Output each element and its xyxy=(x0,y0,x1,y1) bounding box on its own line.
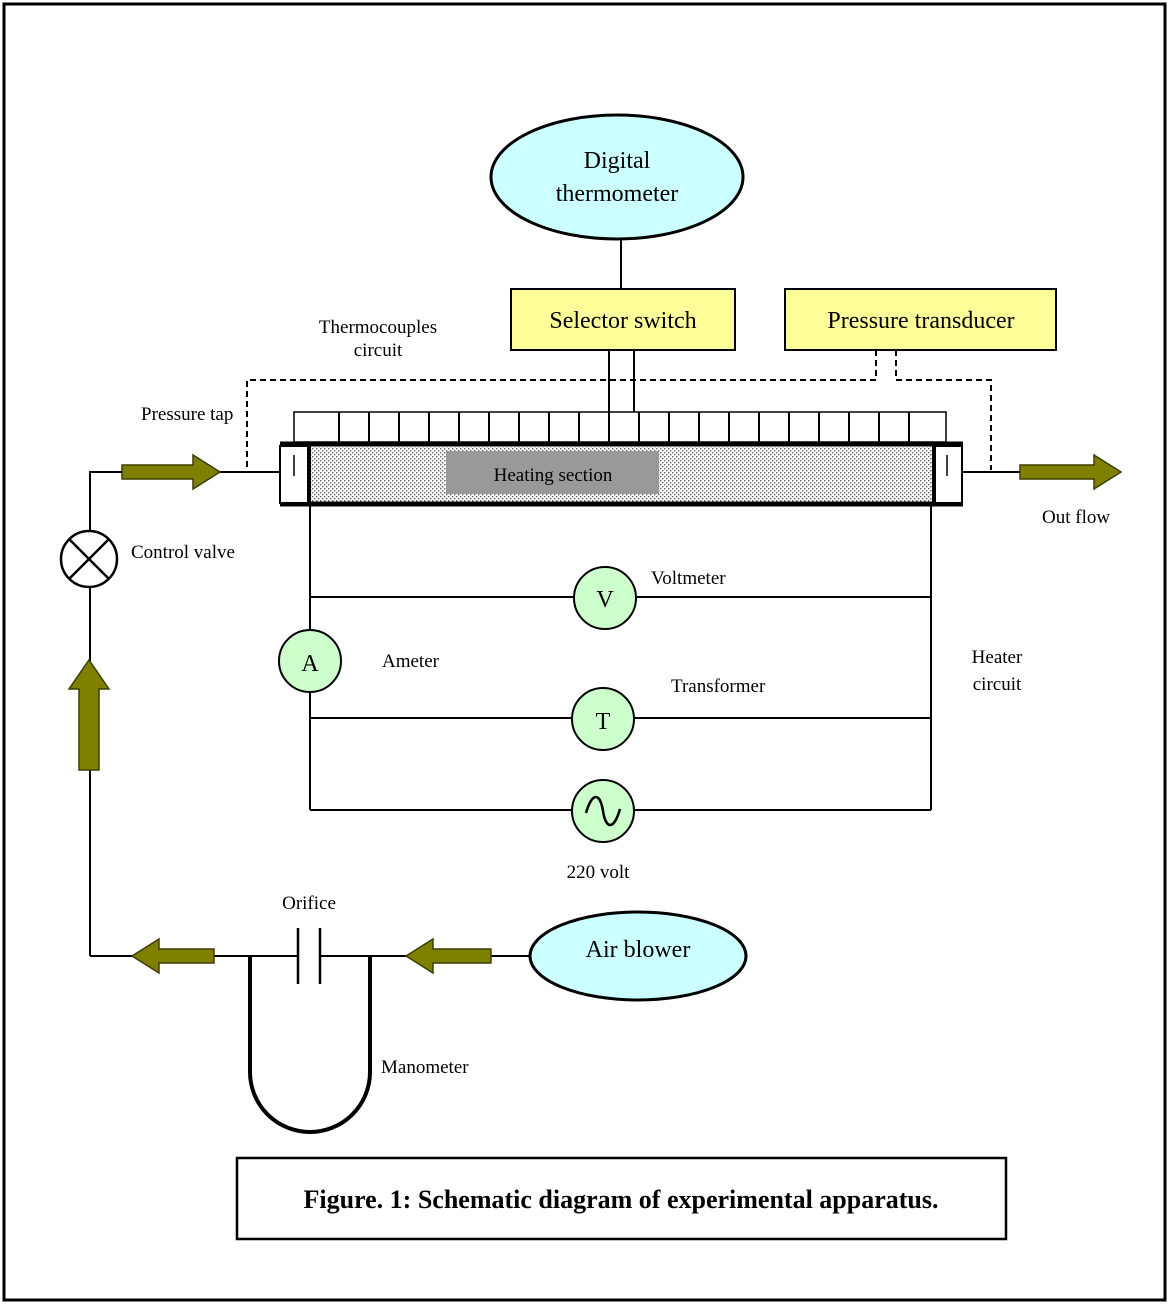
selector-switch-label: Selector switch xyxy=(549,308,696,334)
pressure-line-outlet xyxy=(895,350,992,470)
digital-thermometer-label-2: thermometer xyxy=(556,181,679,207)
pressure-line-inlet xyxy=(246,350,877,470)
pressure-tap-label: Pressure tap xyxy=(141,404,233,425)
transformer-label: Transformer xyxy=(671,676,766,697)
flow-arrow-up xyxy=(67,658,111,771)
out-flow-label: Out flow xyxy=(1042,507,1110,528)
figure-caption: Figure. 1: Schematic diagram of experime… xyxy=(304,1185,939,1214)
air-blower xyxy=(528,910,748,1002)
heating-section-label-box xyxy=(446,451,659,494)
test-section xyxy=(279,441,963,507)
orifice-label: Orifice xyxy=(282,893,336,914)
transformer-icon xyxy=(571,687,635,751)
heater-circuit-label-1: Heater xyxy=(972,647,1023,668)
transformer-symbol: T xyxy=(596,709,611,735)
flow-arrow-blower xyxy=(404,937,492,975)
manometer-tube xyxy=(248,956,372,1134)
air-blower-label: Air blower xyxy=(586,937,691,963)
ameter-icon xyxy=(278,629,342,693)
supply-voltage-label: 220 volt xyxy=(567,862,631,883)
digital-thermometer xyxy=(489,113,745,241)
return-pipe xyxy=(89,471,122,531)
flow-arrow-outlet xyxy=(1019,453,1123,491)
outlet-flange xyxy=(933,445,963,504)
digital-thermometer-label-1: Digital xyxy=(584,148,651,174)
heater-circuit-label-2: circuit xyxy=(973,674,1022,695)
voltmeter-label: Voltmeter xyxy=(651,568,726,589)
ameter-label: Ameter xyxy=(382,651,440,672)
control-valve-label: Control valve xyxy=(131,542,235,563)
manometer-label: Manometer xyxy=(381,1057,469,1078)
voltmeter-icon xyxy=(573,566,637,630)
ameter-symbol: A xyxy=(301,651,319,677)
voltmeter-symbol: V xyxy=(596,587,614,613)
selector-switch xyxy=(510,288,736,351)
caption-box xyxy=(235,1156,1008,1241)
ac-source-icon xyxy=(571,779,635,843)
heating-section-label: Heating section xyxy=(494,465,613,486)
flow-arrow-return xyxy=(130,937,215,975)
control-valve xyxy=(59,529,119,589)
thermocouples-label-2: circuit xyxy=(354,340,403,361)
flow-arrow-inlet xyxy=(121,453,222,491)
thermocouples-label-1: Thermocouples xyxy=(319,317,437,338)
thermocouple-strip xyxy=(293,411,947,443)
pressure-transducer-label: Pressure transducer xyxy=(827,308,1014,334)
pressure-transducer xyxy=(784,288,1057,351)
